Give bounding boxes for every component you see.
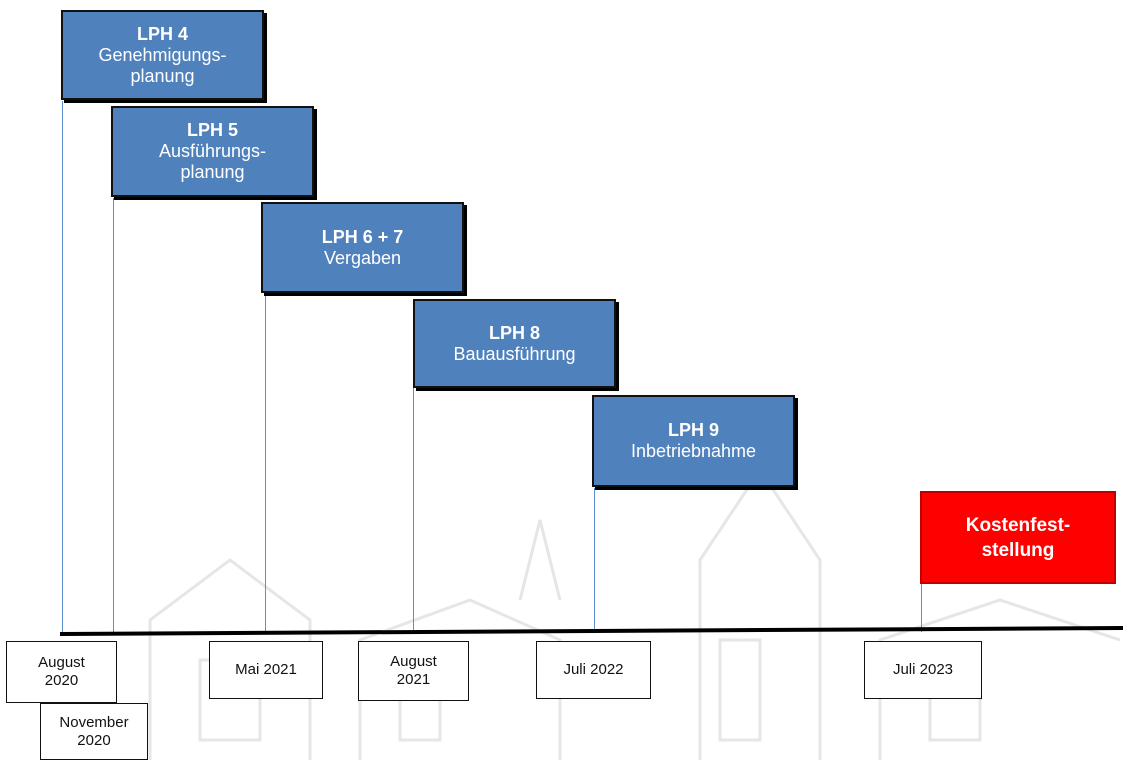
date-label-august-2020: August 2020	[6, 641, 117, 703]
phase-subtitle: Ausführungs- planung	[158, 141, 267, 182]
phase-subtitle: Genehmigungs- planung	[98, 44, 227, 86]
guide-line-lph5	[113, 198, 114, 635]
phase-subtitle: Bauausführung	[453, 343, 576, 364]
guide-line-lph67	[265, 294, 266, 634]
guide-line-lph8	[413, 388, 414, 632]
date-label-august-2021: August 2021	[358, 641, 469, 701]
phase-title: LPH 5	[186, 120, 238, 140]
phase-title: LPH 8	[488, 322, 540, 343]
final-box-kostenfeststellung: Kostenfest- stellung	[920, 491, 1116, 584]
phase-box-lph67: LPH 6 + 7 Vergaben	[261, 202, 464, 293]
guide-line-lph4	[62, 101, 63, 633]
final-title: Kostenfest- stellung	[965, 514, 1071, 561]
guide-line-final	[921, 584, 922, 632]
phase-box-lph5: LPH 5 Ausführungs- planung	[111, 106, 314, 197]
phase-subtitle: Vergaben	[323, 247, 402, 268]
date-label-november-2020: November 2020	[40, 703, 148, 760]
timeline-axis	[59, 626, 1123, 636]
date-label-juli-2022: Juli 2022	[536, 641, 651, 699]
guide-line-lph9	[594, 488, 595, 633]
phase-box-lph9: LPH 9 Inbetriebnahme	[592, 395, 795, 487]
phase-subtitle: Inbetriebnahme	[630, 441, 757, 461]
phase-title: LPH 6 + 7	[321, 226, 404, 247]
phase-box-lph4: LPH 4 Genehmigungs- planung	[61, 10, 264, 100]
phase-title: LPH 9	[667, 420, 719, 440]
date-label-mai-2021: Mai 2021	[209, 641, 323, 699]
phase-title: LPH 4	[136, 23, 188, 44]
phase-box-lph8: LPH 8 Bauausführung	[413, 299, 616, 388]
date-label-juli-2023: Juli 2023	[864, 641, 982, 699]
